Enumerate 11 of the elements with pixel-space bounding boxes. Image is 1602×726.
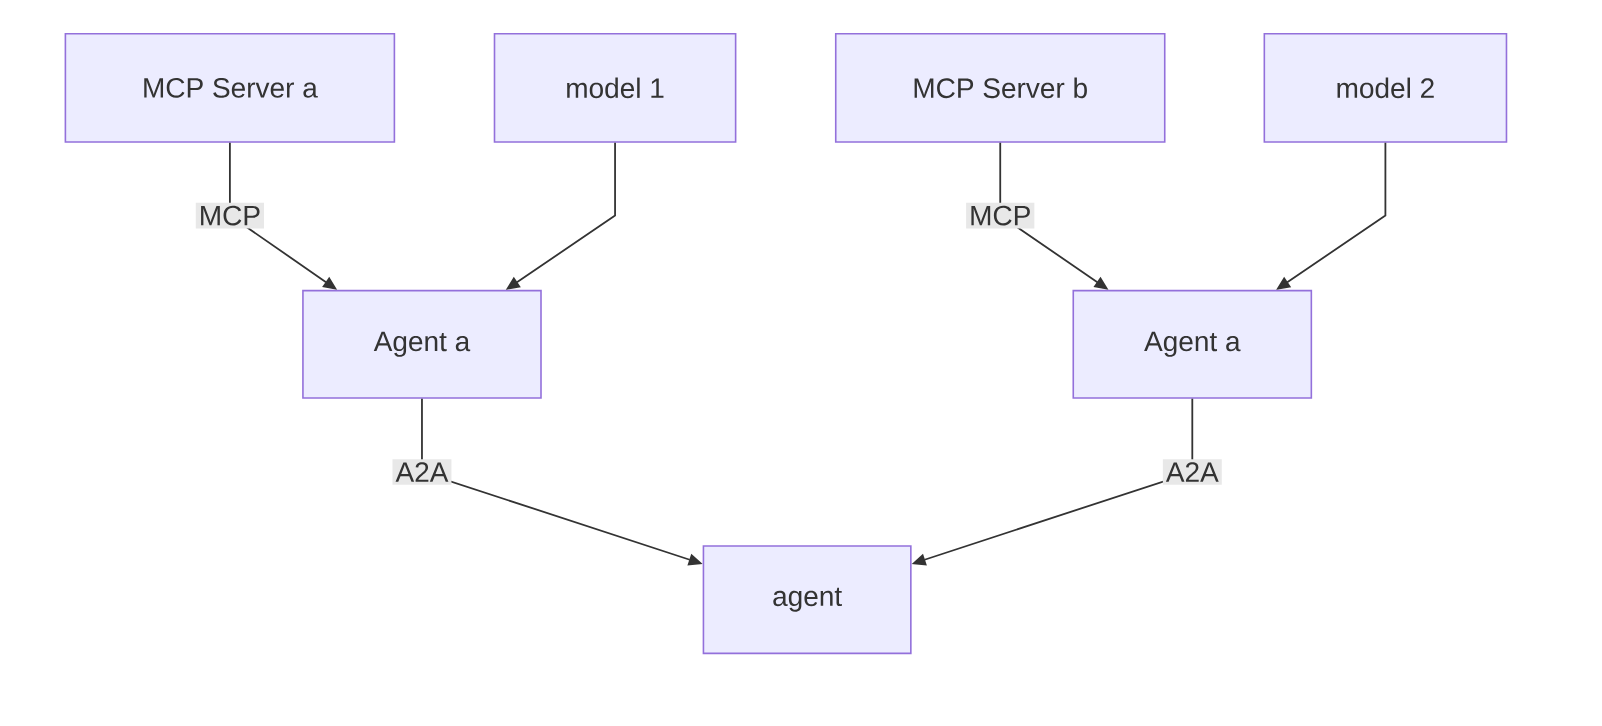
edge-label: MCP	[195, 202, 264, 229]
edge-label: A2A	[1162, 459, 1222, 485]
process-box: agent	[702, 545, 912, 654]
process-box: Agent a	[302, 289, 542, 399]
process-box: model 1	[493, 32, 737, 143]
edge-label: A2A	[392, 459, 452, 485]
process-box: model 2	[1263, 32, 1508, 143]
process-box: MCP Server b	[834, 32, 1166, 143]
edge-label: MCP	[966, 202, 1035, 229]
process-box: MCP Server a	[64, 32, 396, 143]
process-box: Agent a	[1072, 289, 1313, 399]
